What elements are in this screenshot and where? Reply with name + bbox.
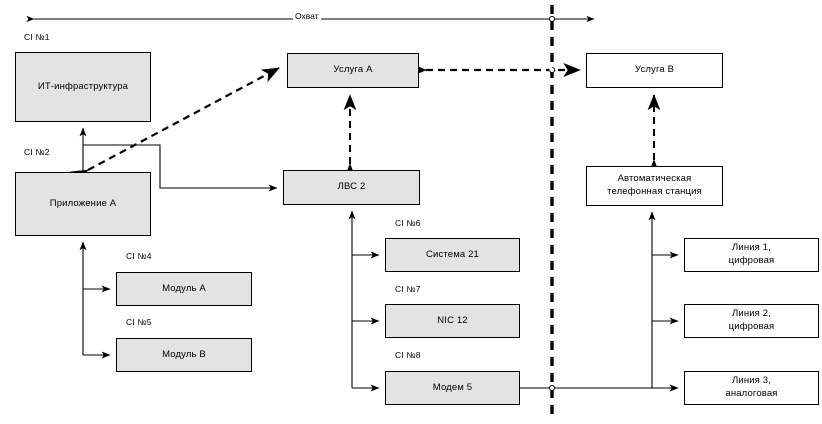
node-service-a[interactable]: Услуга А [287,53,419,88]
node-system-21[interactable]: Система 21 [385,238,520,272]
node-label: Система 21 [426,248,479,260]
node-line-2-digital[interactable]: Линия 2,цифровая [684,304,819,338]
node-label: Модем 5 [432,381,473,393]
node-it-infrastructure[interactable]: ИТ-инфраструктура [15,52,151,122]
node-modem-5[interactable]: Модем 5 [385,371,520,405]
node-label: Линия 1,цифровая [728,242,775,266]
node-lan-2[interactable]: ЛВС 2 [283,170,420,205]
node-label: Приложение А [49,197,117,209]
scope-label: Охват [293,11,321,21]
node-module-b[interactable]: Модуль В [116,338,252,372]
node-service-b[interactable]: Услуга В [586,53,723,88]
edge-modules-to-app [79,241,111,359]
node-label: ИТ-инфраструктура [37,80,129,92]
ci-tag-ci-6: CI №6 [395,218,421,228]
node-label: ЛВС 2 [337,181,366,193]
ci-tag-ci-7: CI №7 [395,284,421,294]
node-label: Линия 3,аналоговая [725,375,778,399]
ci-tag-ci-1: CI №1 [24,32,50,42]
edge-modem-to-line3 [520,384,679,392]
node-label: Модуль В [162,348,206,360]
ci-tag-ci-5: CI №5 [126,317,152,327]
node-label: Услуга В [634,64,675,76]
ci-tag-ci-2: CI №2 [24,147,50,157]
node-module-a[interactable]: Модуль А [116,272,252,306]
node-label: Модуль А [162,282,206,294]
node-nic-12[interactable]: NIC 12 [385,304,520,338]
node-label: NIC 12 [437,314,468,326]
edge-lines-to-pbx [648,211,679,392]
ci-tag-ci-4: CI №4 [126,251,152,261]
node-line-1-digital[interactable]: Линия 1,цифровая [684,238,819,272]
node-line-3-analog[interactable]: Линия 3,аналоговая [684,371,819,405]
node-label: Услуга А [333,64,373,76]
ci-tag-ci-8: CI №8 [395,350,421,360]
node-label: Линия 2,цифровая [728,308,775,332]
edge-service-a-to-service-b-dashed [409,62,581,78]
edge-devices-to-lan2 [348,210,380,392]
node-application-a[interactable]: Приложение А [15,172,151,236]
